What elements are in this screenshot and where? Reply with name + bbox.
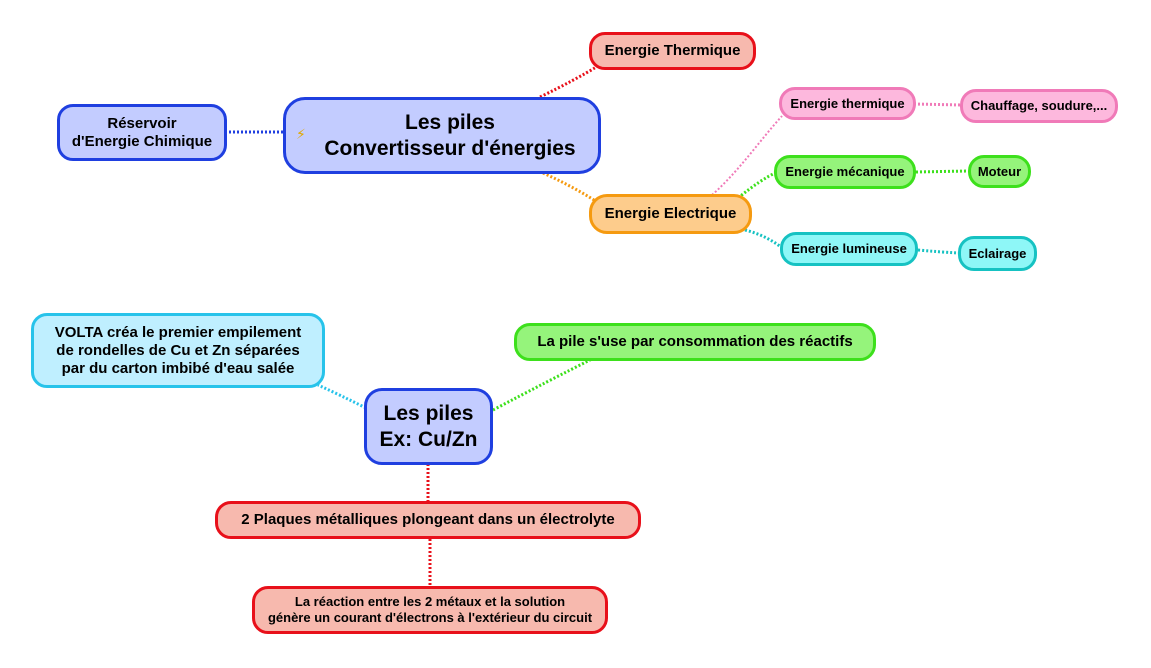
sub-thermique-label: Energie thermique: [790, 95, 905, 111]
plaques-label: 2 Plaques métalliques plongeant dans un …: [241, 511, 615, 528]
node-sub-energie-thermique[interactable]: Energie thermique: [779, 87, 916, 120]
eclairage-label: Eclairage: [968, 245, 1027, 261]
energie-thermique-label: Energie Thermique: [604, 42, 741, 59]
node-energie-thermique[interactable]: Energie Thermique: [589, 32, 756, 70]
central-node-convertisseur[interactable]: ⚡ Les piles Convertisseur d'énergies: [283, 97, 601, 174]
node-chauffage[interactable]: Chauffage, soudure,...: [960, 89, 1118, 123]
energie-electrique-label: Energie Electrique: [604, 205, 737, 222]
moteur-label: Moteur: [977, 163, 1022, 179]
node-reaction[interactable]: La réaction entre les 2 métaux et la sol…: [252, 586, 608, 634]
volta-line2: de rondelles de Cu et Zn séparées: [56, 341, 300, 359]
node-pile-use[interactable]: La pile s'use par consommation des réact…: [514, 323, 876, 361]
lightning-icon: ⚡: [296, 126, 306, 142]
sub-lumineuse-label: Energie lumineuse: [791, 241, 907, 257]
link-electrique-sub-thermique: [711, 115, 783, 196]
chauffage-label: Chauffage, soudure,...: [970, 98, 1108, 114]
link-sub-mecanique-moteur: [915, 169, 969, 174]
node-sub-energie-mecanique[interactable]: Energie mécanique: [774, 155, 916, 189]
node-reservoir[interactable]: Réservoir d'Energie Chimique: [57, 104, 227, 161]
central2-line1: Les piles: [383, 402, 474, 426]
node-energie-electrique[interactable]: Energie Electrique: [589, 194, 752, 234]
central-node-cuzn[interactable]: Les piles Ex: Cu/Zn: [364, 388, 493, 465]
link-electrique-sub-lumineuse: [744, 228, 782, 249]
link-electrique-sub-mecanique: [737, 170, 778, 200]
reservoir-line2: d'Energie Chimique: [71, 132, 213, 150]
link-central2-use: [492, 357, 593, 412]
node-moteur[interactable]: Moteur: [968, 155, 1031, 188]
volta-line1: VOLTA créa le premier empilement: [54, 323, 302, 341]
sub-mecanique-label: Energie mécanique: [785, 164, 905, 180]
link-central-electrique: [542, 171, 595, 202]
node-plaques[interactable]: 2 Plaques métalliques plongeant dans un …: [215, 501, 641, 539]
node-eclairage[interactable]: Eclairage: [958, 236, 1037, 271]
central-line1: Les piles: [405, 111, 495, 135]
node-sub-energie-lumineuse[interactable]: Energie lumineuse: [780, 232, 918, 266]
reaction-line1: La réaction entre les 2 métaux et la sol…: [294, 594, 566, 610]
central2-line2: Ex: Cu/Zn: [379, 427, 478, 451]
reservoir-line1: Réservoir: [107, 114, 177, 132]
pile-use-label: La pile s'use par consommation des réact…: [537, 333, 853, 350]
node-volta[interactable]: VOLTA créa le premier empilement de rond…: [31, 313, 325, 388]
link-sub-thermique-chauffage: [913, 102, 963, 107]
central-line2: Convertisseur d'énergies: [324, 136, 576, 160]
link-central-thermique: [539, 64, 599, 99]
link-sub-lumineuse-eclairage: [917, 248, 959, 255]
volta-line3: par du carton imbibé d'eau salée: [61, 359, 295, 377]
reaction-line2: génère un courant d'électrons à l'extéri…: [267, 610, 593, 625]
link-central2-volta: [317, 383, 367, 410]
